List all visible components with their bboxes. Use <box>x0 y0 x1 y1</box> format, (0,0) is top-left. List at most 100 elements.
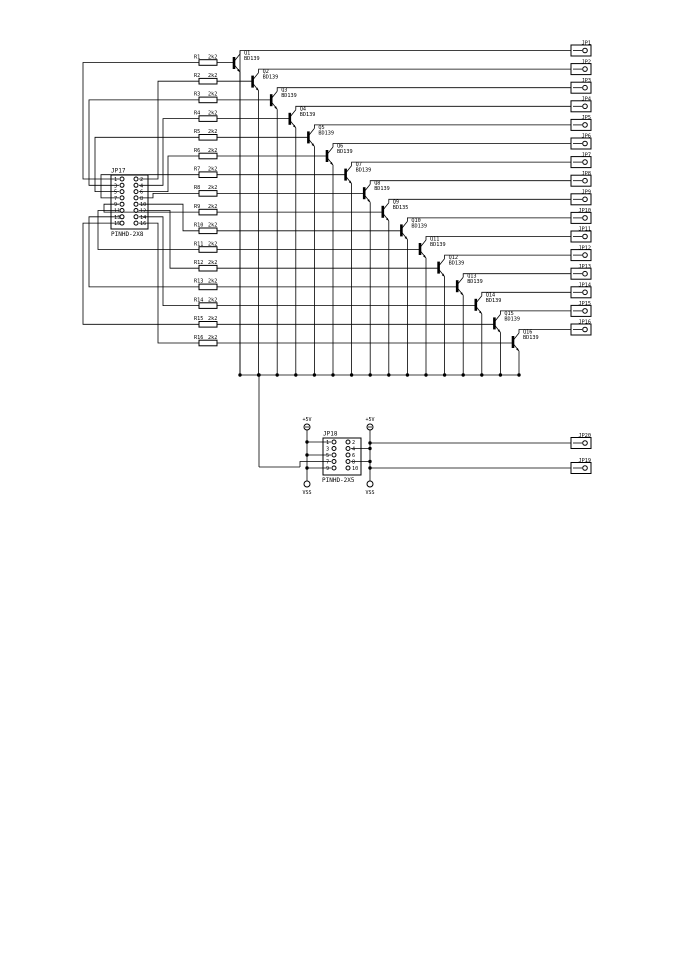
resistor-body <box>198 152 218 160</box>
resistor-r8: R8 2k2 <box>194 185 218 197</box>
emitter-arrow <box>330 161 333 165</box>
jumper-ref: JP19 <box>579 458 592 464</box>
transistor-collector <box>513 332 520 340</box>
emitter-arrow <box>497 329 501 333</box>
header-wire <box>139 203 199 232</box>
transistor-ref: Q11 <box>430 237 439 243</box>
resistor-ref: R15 <box>194 316 203 322</box>
resistor-ref: R8 <box>194 185 200 191</box>
header-pin <box>119 201 125 207</box>
collector-wire <box>481 291 571 296</box>
transistor-collector <box>308 128 315 136</box>
resistor-value: 2k2 <box>208 92 217 98</box>
collector-wire <box>258 68 571 73</box>
supply-gnd-symbol <box>366 480 374 488</box>
resistor-value: 2k2 <box>208 204 217 210</box>
jumper-pin <box>582 270 588 277</box>
jumper-body <box>570 81 592 94</box>
jumper-pin <box>582 177 588 184</box>
jumper-pin <box>582 140 588 147</box>
pin-number: 16 <box>140 221 146 227</box>
header-wire <box>100 174 199 199</box>
emitter-arrow <box>348 180 352 184</box>
jumper-body <box>570 323 592 336</box>
header-wire <box>139 118 199 186</box>
header-pin <box>133 182 139 188</box>
resistor-value: 2k2 <box>208 167 217 173</box>
collector-wire <box>313 124 571 129</box>
transistor-ref: Q13 <box>467 274 476 280</box>
pin-number: 3 <box>326 447 329 453</box>
transistor-part: BD139 <box>374 186 390 192</box>
resistor-body <box>198 339 218 347</box>
pin-number: 10 <box>352 466 358 472</box>
header-ref: JP18 <box>323 431 338 438</box>
pin-number: 10 <box>140 202 146 208</box>
jumper-ref: JP14 <box>579 283 592 289</box>
jumper-body <box>570 44 592 57</box>
resistor-ref: R4 <box>194 110 200 116</box>
transistor-collector <box>420 239 427 247</box>
emitter-arrow <box>516 347 519 351</box>
pin-number: 9 <box>114 202 117 208</box>
header-pin <box>119 182 125 188</box>
resistor-ref: R14 <box>194 297 203 303</box>
jumper-body <box>570 249 592 262</box>
header-pin <box>345 439 351 445</box>
transistor-part: BD139 <box>244 56 260 62</box>
header-name: PINHD-2X5 <box>322 477 355 484</box>
header-ref: JP17 <box>111 168 126 175</box>
header-pin <box>133 220 139 226</box>
header-pin <box>331 452 337 458</box>
jumper-jp2: JP2 <box>570 59 592 76</box>
header-wire <box>139 216 199 307</box>
jumper-ref: JP7 <box>582 152 591 158</box>
transistor-ref: Q16 <box>523 330 532 336</box>
resistor-body <box>198 77 218 85</box>
emitter-arrow <box>441 273 445 277</box>
header-pin <box>119 220 125 226</box>
jumper-body <box>570 118 592 131</box>
emitter-arrow <box>311 143 315 147</box>
emitter-arrow <box>255 87 259 91</box>
resistor-ref: R11 <box>194 241 203 247</box>
jumper-body <box>570 193 592 206</box>
transistor-collector <box>494 314 501 322</box>
pin-number: 6 <box>352 453 355 459</box>
resistor-value: 2k2 <box>208 279 217 285</box>
jumper-ref: JP16 <box>579 320 592 326</box>
transistor-part: BD139 <box>263 75 279 81</box>
rail-junction <box>305 440 309 444</box>
transistor-collector <box>327 146 334 154</box>
resistor-value: 2k2 <box>208 129 217 135</box>
resistor-value: 2k2 <box>208 223 217 229</box>
resistor-value: 2k2 <box>208 185 217 191</box>
pin-number: 12 <box>140 209 146 215</box>
header-pin <box>331 459 337 464</box>
jumper-ref: JP1 <box>582 41 591 47</box>
resistor-value: 2k2 <box>208 54 217 60</box>
jumper-ref: JP13 <box>579 264 592 270</box>
supply-gnd-symbol <box>303 480 311 488</box>
resistor-body <box>198 321 218 328</box>
resistor-ref: R12 <box>194 260 203 266</box>
jumper-ref: JP11 <box>579 227 592 233</box>
jumper-pin <box>582 289 588 296</box>
transistor-part: BD139 <box>281 93 297 99</box>
transistor-part: BD139 <box>430 242 446 248</box>
jumper-jp8: JP8 <box>570 171 592 187</box>
header-pin <box>119 214 125 220</box>
jumper-ref: JP4 <box>582 97 591 103</box>
resistor-body <box>198 264 218 272</box>
resistor-value: 2k2 <box>208 148 217 154</box>
